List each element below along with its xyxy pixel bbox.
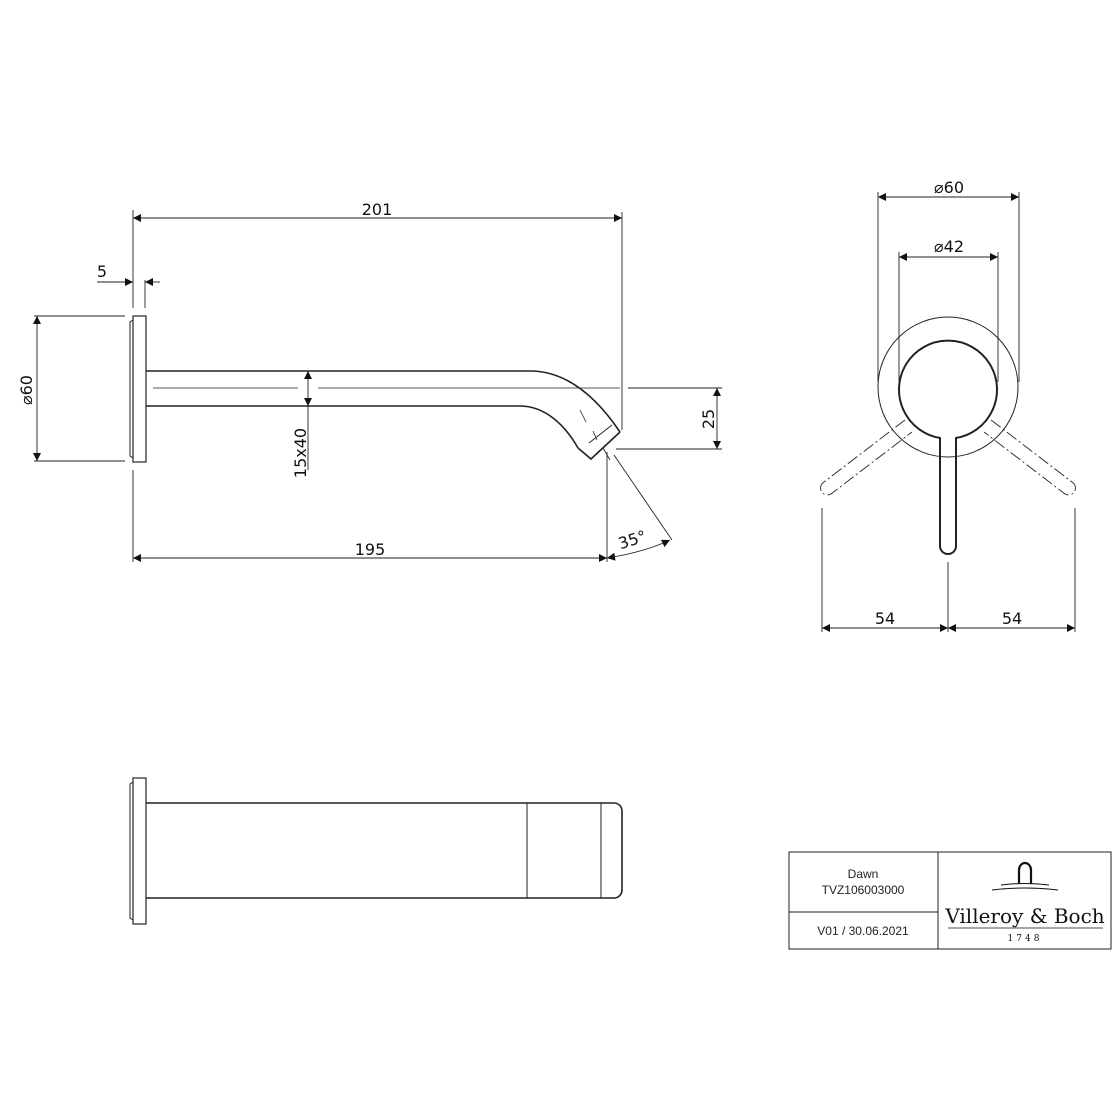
brand-year: 1748 [1008,934,1043,944]
dim-rosette-thickness: 5 [97,262,107,281]
rosette-top [132,777,147,925]
dim-outlet-height: 25 [699,409,718,429]
lever-phantom-positions [820,419,1076,496]
dim-handle-base-diameter: ⌀42 [934,237,964,256]
outlet-axis-dashes [579,409,611,461]
dim-spray-angle: 35° [616,526,649,553]
brand-name: Villeroy & Boch [944,904,1104,928]
rosette-circle [877,316,1019,458]
side-dimensions [33,210,722,562]
dim-projection: 195 [355,540,386,559]
rosette-edge [129,319,134,459]
side-view [129,315,621,463]
outlet-aerator-line [588,424,613,444]
title-article-number: TVZ106003000 [822,883,905,897]
spout-bottom-edge [146,405,579,449]
spout-top-outline [146,802,623,899]
dim-rosette-diameter-side: ⌀60 [17,375,36,405]
lever-handle [898,339,998,555]
dim-arc-35 [606,539,671,561]
villeroy-boch-logo-icon [991,861,1059,891]
spout-top-edge [146,370,621,433]
front-dimensions [821,192,1076,632]
title-version-date: V01 / 30.06.2021 [817,924,909,938]
rosette-side [132,315,147,463]
top-view [129,777,623,925]
dim-overall-length: 201 [362,200,393,219]
title-block [788,851,1112,950]
spout-outlet [577,431,621,461]
title-product-name: Dawn [848,867,879,881]
dim-spout-section: 15x40 [291,428,310,478]
front-view [820,316,1076,555]
dim-rosette-diameter-front: ⌀60 [934,178,964,197]
dim-lever-swing-right: 54 [1002,609,1022,628]
dim-lever-swing-left: 54 [875,609,895,628]
